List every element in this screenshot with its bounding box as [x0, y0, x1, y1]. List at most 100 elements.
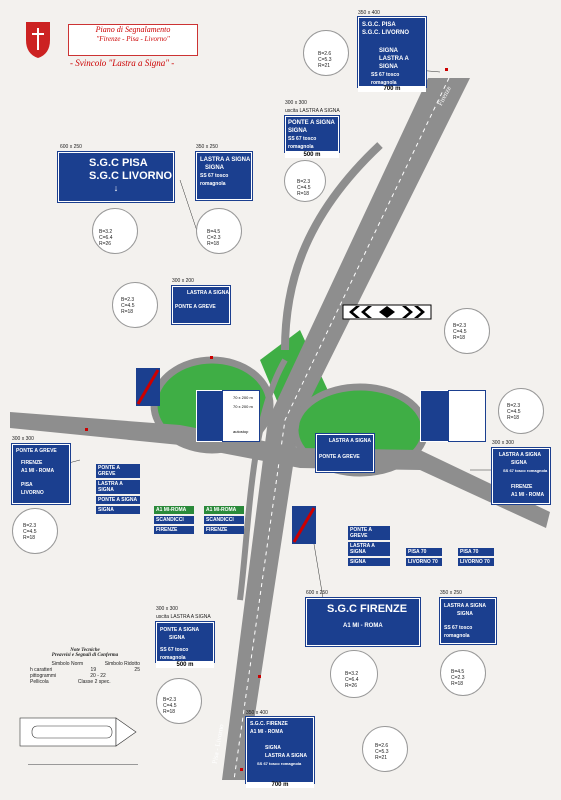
sign-dim: 600 x 250	[60, 144, 82, 150]
notes-cell: 25	[134, 667, 140, 673]
sign-line: SS 67 tosco romagnola	[200, 173, 229, 187]
sign-dim: 600 x 250	[306, 590, 328, 596]
circle-text: R=18	[453, 335, 466, 341]
sign-caption: uscita LASTRA A SIGNA	[156, 614, 211, 620]
circle-text: C=4.5	[121, 303, 135, 309]
circle-text: R=18	[121, 309, 134, 315]
directional-plate: SCANDICCI	[154, 516, 194, 524]
circle-text: C=4.5	[163, 703, 177, 709]
circle-text: C=5.3	[375, 749, 389, 755]
end-road-sign	[292, 506, 316, 544]
circle-text: C=4.5	[297, 185, 311, 191]
circle-text: R=18	[163, 709, 176, 715]
sign-bottom-right: LASTRA A SIGNA SIGNA SS 67 tosco romagno…	[439, 597, 497, 645]
notes-col: Simbolo Norm	[51, 661, 84, 667]
sign-line: PONTE A GREVE	[16, 448, 57, 454]
distance-plate: 500 m	[285, 152, 339, 158]
circle-text: B=3.2	[99, 229, 113, 235]
circle-text: R=21	[318, 63, 331, 69]
circle-text: R=18	[297, 191, 310, 197]
circle-text: R=18	[207, 241, 220, 247]
sign-line: SS 67 tosco romagnola	[371, 72, 400, 86]
sign-line: PISA	[21, 482, 33, 488]
notes-cell: 20 - 22	[90, 673, 106, 679]
sign-line: S.G.C. FIRENZE	[250, 721, 288, 727]
directional-plate: PONTE A SIGNA	[96, 496, 140, 504]
notes-cell: Pellicola	[30, 679, 49, 685]
circle-text: B=2.3	[507, 403, 521, 409]
directional-group-c: PONTE A GREVE LASTRA A SIGNA SIGNA	[348, 526, 390, 566]
sign-center: LASTRA A SIGNA PONTE A GREVE	[315, 433, 375, 473]
sign-line: S.G.C. LIVORNO	[362, 30, 410, 36]
lane-panel-right	[420, 390, 450, 442]
sign-line: LASTRA A SIGNA	[329, 438, 371, 444]
sign-line: A1 MI - ROMA	[343, 623, 383, 629]
directional-plate: LASTRA A SIGNA	[96, 480, 140, 494]
sign-line: S.G.C. PISA	[362, 22, 396, 28]
sign-right-edge: LASTRA A SIGNA SIGNA SS 67 tosco romagno…	[491, 447, 551, 505]
sign-dim: 300 x 300	[492, 440, 514, 446]
sign-left-mid: LASTRA A SIGNA PONTE A GREVE	[171, 285, 231, 325]
directional-plate: SIGNA	[348, 558, 390, 566]
circle-text: B=2.3	[453, 323, 467, 329]
sign-line: A1 MI - ROMA	[250, 729, 284, 735]
circle-text: B=2.6	[375, 743, 389, 749]
sign-line: SIGNA	[379, 48, 399, 54]
sign-line: A1 MI - ROMA	[21, 468, 55, 474]
sign-dim: 300 x 300	[156, 606, 178, 612]
sign-top-right: S.G.C. PISA S.G.C. LIVORNO SIGNA LASTRA …	[357, 16, 427, 88]
sign-line: SS 67 tosco romagnola	[288, 136, 317, 150]
sign-line: FIRENZE	[21, 460, 43, 466]
notes-title: Note Tecniche	[70, 648, 100, 653]
directional-plate: LIVORNO 70	[406, 558, 442, 566]
sign-bottom-center: S.G.C. FIRENZE A1 MI - ROMA SIGNA LASTRA…	[245, 716, 315, 784]
sign-dim: 350 x 400	[246, 710, 268, 716]
notes-col: Simbolo Ridotto	[104, 661, 140, 667]
ramp-top	[281, 142, 383, 351]
circle-text: R=18	[451, 681, 464, 687]
circle-text: B=2.3	[23, 523, 37, 529]
directional-group-e: PISA 70 LIVORNO 70	[458, 548, 494, 566]
sign-line: LASTRA A SIGNA	[444, 603, 486, 609]
directional-plate: SIGNA	[96, 506, 140, 514]
circle-text: C=2.3	[207, 235, 221, 241]
circle-text: B=2.6	[318, 51, 332, 57]
sign-bottom-big: S.G.C FIRENZE A1 MI - ROMA	[305, 597, 421, 647]
sign-line: PONTE A GREVE	[175, 304, 216, 310]
sign-line: LASTRA A SIGNA	[499, 452, 541, 458]
directional-plate: SCANDICCI	[204, 516, 244, 524]
sign-line: SIGNA	[457, 611, 473, 617]
sign-left-big: S.G.C PISA S.G.C LIVORNO ↓	[57, 151, 175, 203]
notes-subtitle: Preavvisi e Segnali di Conferma	[51, 653, 119, 658]
sign-line: S.G.C PISA	[89, 157, 148, 169]
sign-line: LASTRA A SIGNA	[265, 753, 307, 759]
sign-line: SIGNA	[169, 635, 185, 641]
sign-left-small: LASTRA A SIGNA SIGNA SS 67 tosco romagno…	[195, 151, 253, 201]
directional-plate: LASTRA A SIGNA	[348, 542, 390, 556]
sign-dim: 350 x 250	[440, 590, 462, 596]
speed-panel-right	[448, 390, 486, 442]
sign-line: LIVORNO	[21, 490, 44, 496]
speed-panel-left: 70 x 200 m 70 x 200 m autostop	[222, 390, 260, 442]
sign-line: S.G.C FIRENZE	[327, 603, 408, 615]
circle-text: C=6.4	[345, 677, 359, 683]
sign-left-edge: PONTE A GREVE FIRENZE A1 MI - ROMA PISA …	[11, 443, 71, 505]
speed-text: autostop	[233, 429, 249, 434]
lane-panel-left	[196, 390, 224, 442]
directional-plate: LIVORNO 70	[458, 558, 494, 566]
province-logo	[22, 18, 54, 60]
crossroad	[10, 412, 550, 528]
distance-plate: 700 m	[358, 86, 426, 92]
notes-cell: Classe 2 spec.	[77, 679, 111, 685]
directional-plate: FIRENZE	[204, 526, 244, 534]
circle-text: B=2.3	[163, 697, 177, 703]
sign-dim: 300 x 300	[12, 436, 34, 442]
circle-text: R=18	[23, 535, 36, 541]
